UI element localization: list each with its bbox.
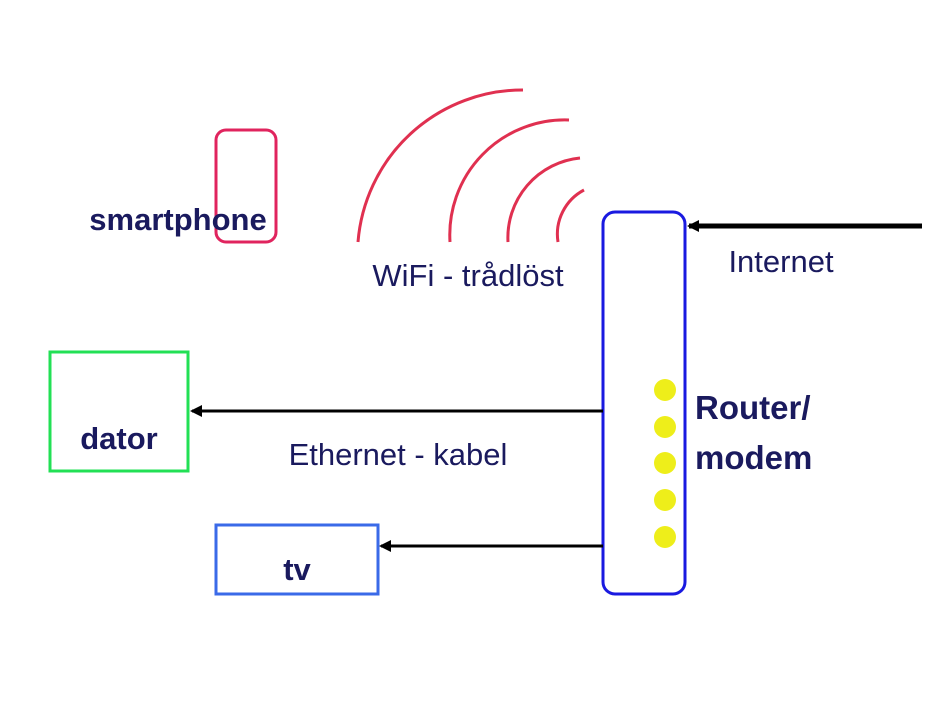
router-led — [654, 526, 676, 548]
wifi-arc — [448, 118, 570, 243]
wifi-arc — [506, 156, 581, 243]
tv-device — [214, 523, 380, 596]
router-led — [654, 489, 676, 511]
wifi-arc — [356, 88, 524, 243]
internet-label: Internet — [728, 244, 834, 279]
router-label-line2: modem — [695, 439, 812, 476]
router-led — [654, 379, 676, 401]
router-leds — [654, 379, 676, 548]
router-label-line1: Router/ — [695, 389, 811, 426]
router-modem-device — [601, 210, 687, 596]
dator-device — [48, 350, 190, 473]
wifi-label: WiFi - trådlöst — [372, 258, 564, 293]
smartphone-device — [214, 128, 278, 244]
tv-label: tv — [283, 552, 311, 587]
wifi-arc — [555, 188, 585, 243]
wifi-signal-icon — [356, 88, 585, 243]
router-led — [654, 452, 676, 474]
dator-label: dator — [80, 421, 158, 456]
ethernet-label: Ethernet - kabel — [289, 437, 508, 472]
router-led — [654, 416, 676, 438]
smartphone-label: smartphone — [89, 202, 266, 237]
